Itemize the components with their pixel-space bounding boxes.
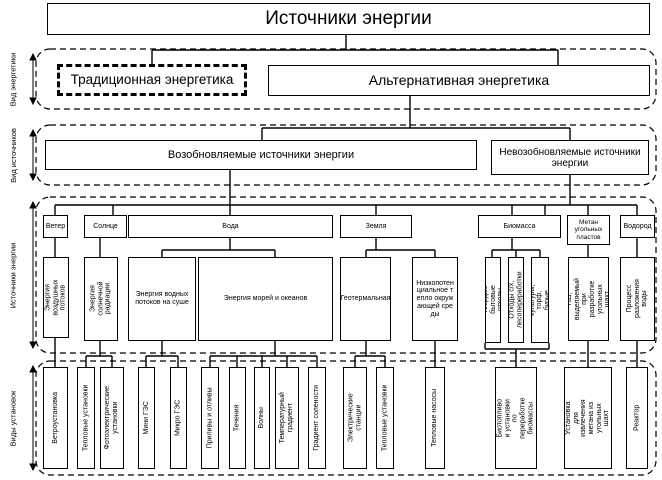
traditional-energy-box: Традиционная энергетика [57, 64, 247, 96]
level-label-sources: Вид источников [8, 127, 18, 183]
level-label-installations: Виды установок [8, 390, 18, 446]
subsource-agri-crops: С/х культуры, торф, бурые водоросли [531, 257, 549, 343]
level-label-energy: Источники энергии [8, 242, 18, 308]
category-sun: Солнце [84, 215, 127, 238]
installation-photovoltaic: Фотоэлектрические установки [100, 367, 124, 469]
category-methane: Метан угольных пластов [567, 215, 610, 245]
installation-thermal-units: Тепловые установки [77, 367, 95, 469]
category-earth: Земля [340, 215, 412, 238]
subsource-air-flows: Энергия воздушных потоков [43, 257, 69, 338]
installation-tides: Приливы и отливы [201, 367, 219, 469]
installation-micro-hpp: Микро ГЭС [170, 367, 187, 469]
level-frame-energy [35, 196, 657, 354]
installation-biofuel: Биотопливо и установки по переработке би… [495, 367, 537, 469]
subsource-geothermal: Геотермальная [340, 257, 391, 341]
subsource-gas-mines: Газ, выделяемый при разработке угольных … [568, 257, 609, 341]
subsource-solid-waste: Твердые бытовые отходы [485, 257, 501, 343]
installation-mini-hpp: Мини ГЭС [138, 367, 155, 469]
installation-currents: Течения [229, 367, 246, 469]
subsource-sea-ocean: Энергия морей и океанов [198, 257, 333, 341]
installation-thermal-units-2: Тепловые установки [376, 367, 394, 469]
category-biomass: Биомасса [478, 215, 561, 238]
level-frame-installations [35, 360, 657, 476]
diagram-title: Источники энергии [47, 3, 650, 35]
category-water: Вода [128, 215, 333, 238]
installation-heat-pumps: Тепловые насосы [425, 367, 445, 469]
level-frame-sources [35, 124, 657, 186]
installation-wind-unit: Ветроустановка [43, 367, 68, 469]
subsource-solar-radiation: Энергия солнечной радиации [84, 257, 118, 341]
subsource-land-water: Энергия водных потоков на суше [128, 257, 196, 341]
category-hydrogen: Водород [620, 215, 655, 238]
installation-salinity-gradient: Градиент солености [308, 367, 326, 469]
installation-waves: Волны [254, 367, 270, 469]
category-wind: Ветер [43, 215, 68, 238]
installation-reactor: Реактор [626, 367, 648, 469]
level-label-kinds: Вид энергетики [8, 52, 18, 106]
installation-electric-stations: Электрические станции [343, 367, 367, 469]
alternative-energy-box: Альтернативная энергетика [268, 65, 650, 96]
subsource-decomposition: Процесс разложения воды [620, 257, 655, 341]
renewable-sources-box: Возобновляемые источники энергии [45, 140, 477, 170]
installation-temp-gradient: Температурный градиент [275, 367, 299, 469]
subsource-agri-waste: Отходы с/х, лесопереработки [508, 257, 524, 343]
subsource-low-potential: Низкопотенциальное тепло окружающей сред… [412, 257, 458, 341]
nonrenewable-sources-box: Невозобновляемые источники энергии [491, 140, 649, 175]
installation-methane-extraction: Установка для извлечения метана из уголь… [564, 367, 612, 469]
